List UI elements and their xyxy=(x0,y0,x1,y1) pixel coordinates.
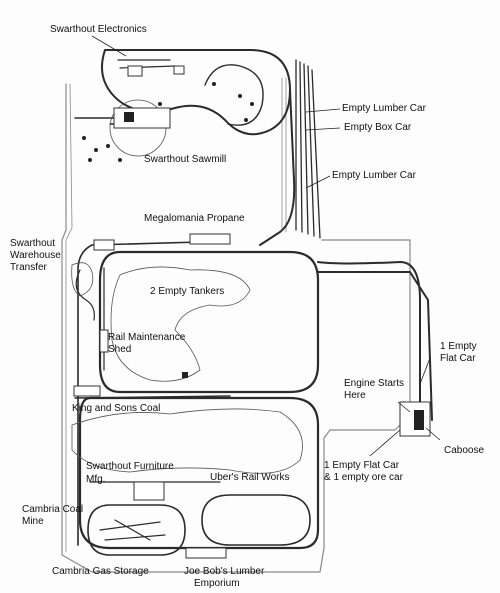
label-king-and-sons-coal: King and Sons Coal xyxy=(72,403,161,414)
label-caboose: Caboose xyxy=(444,445,485,456)
leader-lumber-2 xyxy=(305,175,331,189)
label-rail-maintenance-line2: Shed xyxy=(108,344,132,355)
tanker-car xyxy=(182,372,188,378)
label-joe-bobs-line2: Emporium xyxy=(194,578,240,589)
label-rail-maintenance-line1: Rail Maintenance xyxy=(108,332,186,343)
leader-lumber-1 xyxy=(305,108,341,113)
leader-flat-ore xyxy=(369,429,401,457)
label-one-empty-flat-car-line2: Flat Car xyxy=(440,353,476,364)
leader-electronics xyxy=(91,35,127,57)
coal-mine-spurs xyxy=(99,519,166,541)
label-warehouse-transfer-line2: Warehouse xyxy=(10,250,61,261)
tree xyxy=(82,136,86,140)
label-engine-starts-line1: Engine Starts xyxy=(344,378,405,389)
warehouse-building xyxy=(93,239,115,251)
label-empty-box-car: Empty Box Car xyxy=(344,122,412,133)
staging-ladder xyxy=(295,59,321,239)
electronics-building xyxy=(127,65,143,77)
label-joe-bobs-line1: Joe Bob's Lumber xyxy=(184,566,265,577)
electronics-spur xyxy=(117,59,176,69)
rail-works-oval xyxy=(201,494,311,546)
middle-mainline-oval xyxy=(98,250,320,394)
sawmill-building xyxy=(113,107,171,129)
sawmill-equipment xyxy=(124,112,134,122)
leader-engine xyxy=(397,401,411,413)
warehouse-pond xyxy=(71,262,94,297)
layout-bench-inner xyxy=(65,77,287,553)
tree xyxy=(106,144,110,148)
label-swarthout-sawmill: Swarthout Sawmill xyxy=(144,154,227,165)
upper-inner-loop xyxy=(204,64,264,126)
label-empty-tankers: 2 Empty Tankers xyxy=(150,286,225,297)
label-swarthout-furniture-line1: Swarthout Furniture xyxy=(86,461,174,472)
label-flat-and-ore-line2: & 1 empty ore car xyxy=(324,472,403,483)
tree xyxy=(118,158,122,162)
coal-spur xyxy=(74,395,231,399)
tree xyxy=(244,118,248,122)
label-cambria-coal-mine-line2: Mine xyxy=(22,516,44,527)
lumber-emporium xyxy=(185,547,227,559)
label-empty-lumber-car-2: Empty Lumber Car xyxy=(332,170,416,181)
tree xyxy=(94,148,98,152)
coal-building xyxy=(73,385,101,397)
building-small xyxy=(173,65,185,75)
propane-tanks xyxy=(189,233,231,245)
leader-flat xyxy=(419,357,431,385)
label-swarthout-furniture-line2: Mfg. xyxy=(86,474,106,485)
leader-caboose xyxy=(425,427,441,441)
label-one-empty-flat-car-line1: 1 Empty xyxy=(440,341,477,352)
tankers-scenery-outline xyxy=(110,266,251,382)
label-ubers-rail-works: Uber's Rail Works xyxy=(210,472,290,483)
label-empty-lumber-car-1: Empty Lumber Car xyxy=(342,103,426,114)
upper-mainline-loop xyxy=(101,49,291,136)
leader-boxcar xyxy=(305,127,341,131)
warehouse-loop xyxy=(75,269,95,321)
label-warehouse-transfer-line1: Swarthout xyxy=(10,238,56,249)
tree xyxy=(212,82,216,86)
tree xyxy=(88,158,92,162)
label-swarthout-electronics: Swarthout Electronics xyxy=(50,24,147,35)
east-connector xyxy=(317,261,433,421)
tree xyxy=(158,102,162,106)
label-flat-and-ore-line1: 1 Empty Flat Car xyxy=(324,460,400,471)
label-engine-starts-line2: Here xyxy=(344,390,366,401)
layout-bench-outline xyxy=(61,83,411,573)
tree xyxy=(238,94,242,98)
tree xyxy=(250,102,254,106)
label-cambria-coal-mine-line1: Cambria Coal xyxy=(22,504,84,515)
label-warehouse-transfer-line3: Transfer xyxy=(10,262,47,273)
coal-mine-loop xyxy=(87,504,186,556)
engine-marker xyxy=(414,410,424,430)
furniture-building xyxy=(133,481,165,501)
label-megalomania-propane: Megalomania Propane xyxy=(144,213,245,224)
coal-scenery-outline xyxy=(71,408,303,474)
rail-shed xyxy=(99,329,109,353)
label-cambria-gas-storage: Cambria Gas Storage xyxy=(52,566,149,577)
lower-mainline-loop xyxy=(78,396,320,550)
ladder-connector xyxy=(259,89,296,246)
